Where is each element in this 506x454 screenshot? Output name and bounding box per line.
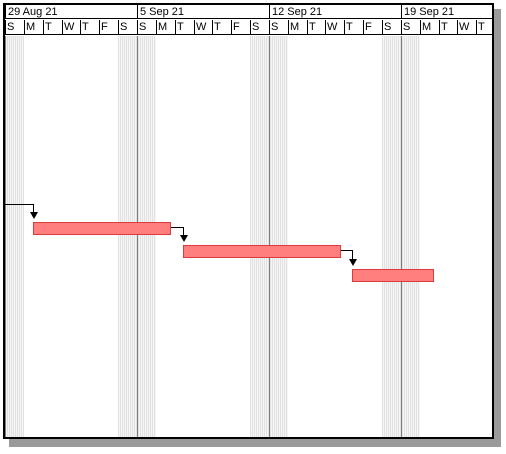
- day-label: F: [231, 20, 250, 35]
- day-label: T: [212, 20, 231, 35]
- day-label: W: [325, 20, 344, 35]
- day-label: S: [250, 20, 269, 35]
- day-label: W: [62, 20, 81, 35]
- timescale-major-tier: 29 Aug 21 5 Sep 21 12 Sep 21 19 Sep 21: [5, 5, 492, 20]
- day-label: M: [156, 20, 175, 35]
- dependency-line: [341, 250, 352, 251]
- day-label: S: [5, 20, 24, 35]
- dependency-line: [171, 227, 183, 228]
- dependency-line: [183, 227, 184, 236]
- day-label: W: [457, 20, 476, 35]
- day-label: T: [43, 20, 62, 35]
- gantt-chart: 29 Aug 21 5 Sep 21 12 Sep 21 19 Sep 21 S…: [3, 3, 494, 439]
- week-label: 19 Sep 21: [401, 5, 492, 19]
- dependency-line: [352, 250, 353, 260]
- dependency-arrow-icon: [30, 212, 38, 219]
- day-label: W: [194, 20, 213, 35]
- day-label: M: [288, 20, 307, 35]
- day-label: S: [137, 20, 156, 35]
- day-label: S: [382, 20, 401, 35]
- day-label: M: [24, 20, 43, 35]
- dependency-line: [33, 204, 34, 213]
- dependency-arrow-icon: [180, 235, 188, 242]
- task-bar[interactable]: [352, 269, 434, 282]
- day-label: T: [344, 20, 363, 35]
- day-label: T: [439, 20, 458, 35]
- task-bar[interactable]: [33, 222, 171, 235]
- dependency-line: [5, 204, 33, 205]
- day-label: T: [307, 20, 326, 35]
- day-label: T: [476, 20, 492, 35]
- dependency-arrow-icon: [349, 259, 357, 266]
- day-label: S: [118, 20, 137, 35]
- day-label: S: [401, 20, 420, 35]
- day-label: M: [420, 20, 439, 35]
- week-divider: [5, 36, 6, 437]
- week-divider: [137, 36, 138, 437]
- week-label: 29 Aug 21: [5, 5, 137, 19]
- week-label: 12 Sep 21: [269, 5, 401, 19]
- week-divider: [269, 36, 270, 437]
- gantt-chart-area: [5, 36, 492, 437]
- week-label: 5 Sep 21: [137, 5, 269, 19]
- week-divider: [401, 36, 402, 437]
- day-label: S: [269, 20, 288, 35]
- day-label: F: [363, 20, 382, 35]
- task-bar[interactable]: [183, 245, 341, 258]
- day-label: F: [99, 20, 118, 35]
- day-label: T: [175, 20, 194, 35]
- weekend-shading: [5, 36, 24, 437]
- day-label: T: [80, 20, 99, 35]
